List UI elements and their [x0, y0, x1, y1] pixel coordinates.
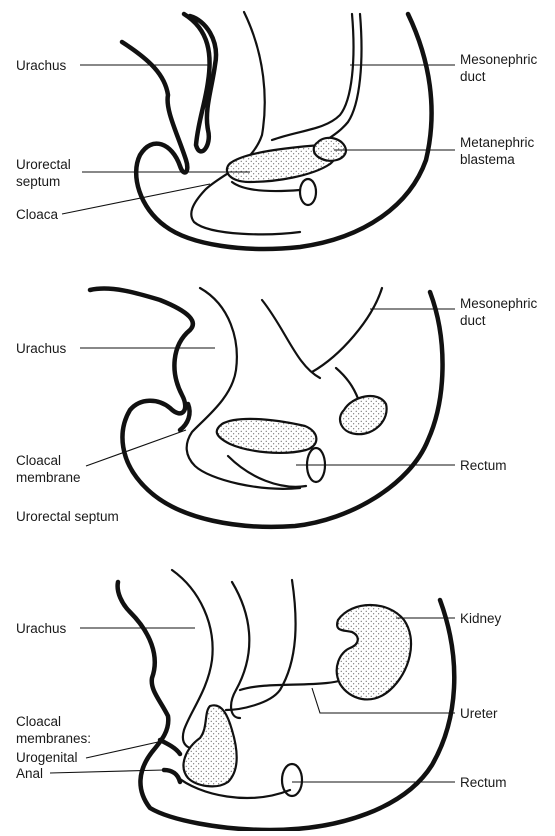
- p2-mesonephric-duct-label-2: duct: [460, 312, 486, 329]
- p3-ureter-label: Ureter: [460, 705, 498, 722]
- panel-3-rectum-opening: [282, 764, 302, 796]
- p3-kidney-label: Kidney: [460, 610, 501, 627]
- panel-2-urorectal-septum: [217, 419, 317, 453]
- p3-urogenital-label: Urogenital: [16, 749, 78, 766]
- panel-2-outer-wall: [90, 289, 443, 527]
- panel-1-rectum-opening: [300, 179, 316, 205]
- panel-1-outer-wall: [122, 14, 432, 249]
- p2-cloacal-leader: [86, 430, 186, 466]
- panel-2-rectum-tube: [228, 456, 306, 487]
- p2-cloacal-membrane-label-1: Cloacal: [16, 452, 61, 469]
- p1-cloaca-leader: [62, 184, 210, 214]
- panel-3-urorectal-septum: [184, 705, 237, 786]
- p3-cloacal-membranes-label-2: membranes:: [16, 730, 91, 747]
- p1-mesonephric-duct-label-2: duct: [460, 68, 486, 85]
- p3-anal-leader: [50, 770, 164, 773]
- p3-urachus-label: Urachus: [16, 620, 66, 637]
- panel-1-mesonephric-duct-inner: [318, 14, 362, 150]
- panel-2-metanephric-blastema: [340, 396, 387, 434]
- panel-3-inner-wall: [231, 582, 249, 718]
- p1-urorectal-septum-label-2: septum: [16, 173, 60, 190]
- panel-1-rectum-tube: [232, 182, 300, 191]
- panel-2-mesonephric-duct: [312, 288, 382, 372]
- panel-2-inner-wall: [262, 300, 320, 378]
- p1-cloaca-label: Cloaca: [16, 206, 58, 223]
- panel-1-drawing: [122, 12, 432, 249]
- p2-mesonephric-duct-label-1: Mesonephric: [460, 295, 537, 312]
- panel-3-drawing: [118, 570, 455, 830]
- p2-cloacal-membrane-label-2: membrane: [16, 469, 81, 486]
- p1-metanephric-blastema-label-2: blastema: [460, 151, 515, 168]
- p3-cloacal-membranes-label-1: Cloacal: [16, 713, 61, 730]
- panel-1-inner-wall: [184, 14, 216, 151]
- panel-1-metanephric-blastema: [314, 138, 346, 161]
- p1-mesonephric-duct-label-1: Mesonephric: [460, 51, 537, 68]
- p1-metanephric-blastema-label-1: Metanephric: [460, 134, 534, 151]
- panel-1-mesonephric-duct: [272, 14, 354, 140]
- p2-urorectal-septum-label: Urorectal septum: [16, 508, 119, 525]
- panel-2-urachus-wall: [187, 288, 300, 489]
- panel-3-kidney: [337, 605, 411, 699]
- p3-rectum-label: Rectum: [460, 774, 507, 791]
- p3-anal-label: Anal: [16, 765, 43, 782]
- p2-urachus-label: Urachus: [16, 340, 66, 357]
- panel-2-drawing: [90, 288, 443, 527]
- panel-3-urogenital-membrane: [160, 740, 180, 754]
- p1-urorectal-septum-label-1: Urorectal: [16, 156, 71, 173]
- p2-rectum-label: Rectum: [460, 457, 507, 474]
- p1-urachus-label: Urachus: [16, 57, 66, 74]
- panel-3-anal-membrane: [164, 770, 180, 782]
